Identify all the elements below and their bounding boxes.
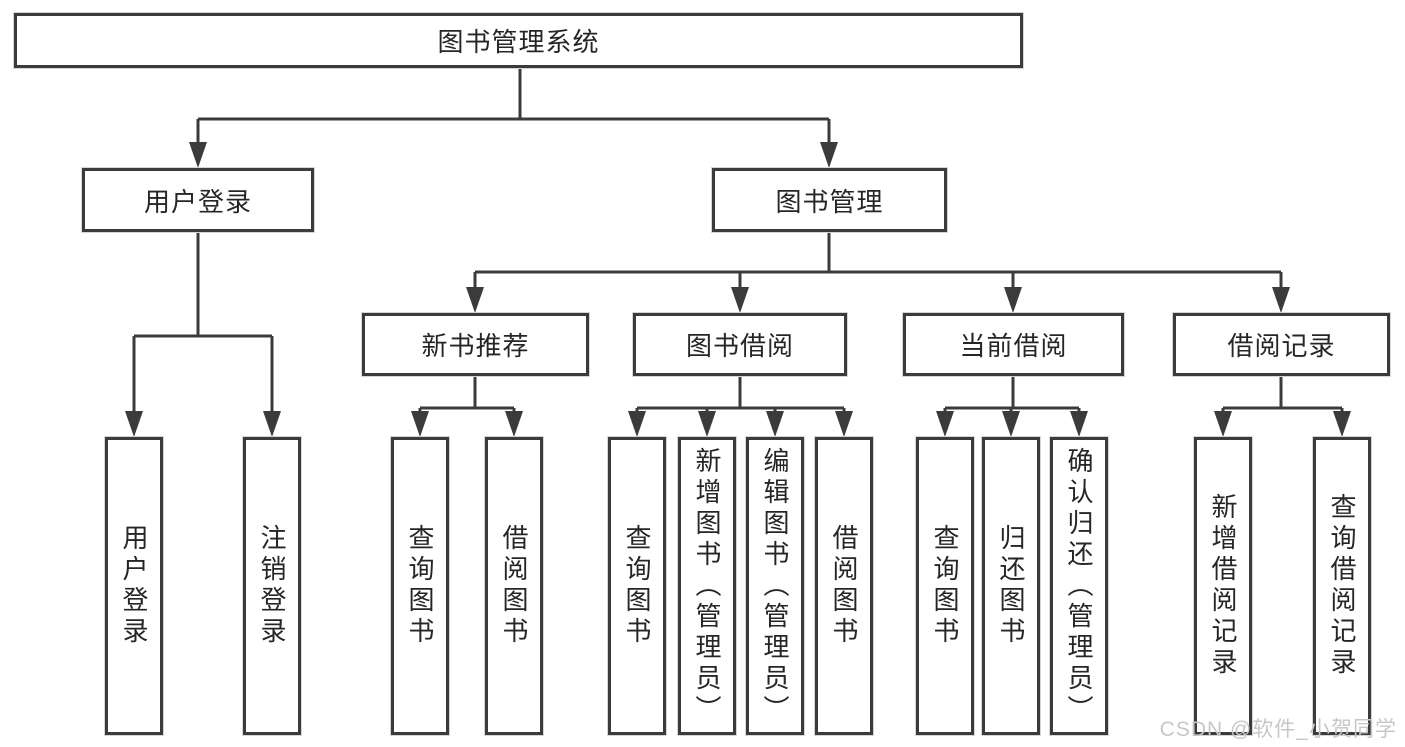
node-library-management-system: 图书管理系统 bbox=[14, 13, 1023, 68]
arrowhead-icon bbox=[1214, 411, 1232, 437]
arrowhead-icon bbox=[628, 411, 646, 437]
leaf-query-borrow-record: 查询借阅记录 bbox=[1313, 437, 1371, 735]
leaf-borrow-books: 借阅图书 bbox=[485, 437, 543, 735]
connector-newbook-to-leaves bbox=[418, 376, 516, 417]
leaf-user-logout: 注销登录 bbox=[243, 437, 301, 735]
arrowhead-icon bbox=[766, 411, 784, 437]
leaf-borrow-books: 借阅图书 bbox=[815, 437, 873, 735]
connector-userlogin-to-leaves bbox=[132, 232, 274, 417]
connector-root-to-level2 bbox=[196, 68, 831, 148]
leaf-user-login: 用户登录 bbox=[105, 437, 163, 735]
connector-bookmgmt-to-level3 bbox=[473, 232, 1283, 295]
node-book-management: 图书管理 bbox=[712, 168, 947, 232]
leaf-query-books: 查询图书 bbox=[608, 437, 666, 735]
csdn-watermark: CSDN @软件_小贺同学 bbox=[1159, 718, 1397, 741]
arrowhead-icon bbox=[125, 411, 143, 437]
node-current-borrowing: 当前借阅 bbox=[903, 313, 1124, 376]
arrowhead-icon bbox=[731, 287, 749, 313]
leaf-edit-books-admin: 编辑图书（管理员） bbox=[746, 437, 804, 735]
node-user-login: 用户登录 bbox=[82, 168, 314, 232]
arrowheads bbox=[125, 142, 1351, 437]
arrowhead-icon bbox=[1333, 411, 1351, 437]
arrowhead-icon bbox=[466, 287, 484, 313]
arrowhead-icon bbox=[1004, 287, 1022, 313]
arrowhead-icon bbox=[263, 411, 281, 437]
leaf-add-books-admin: 新增图书（管理员） bbox=[678, 437, 736, 735]
arrowhead-icon bbox=[505, 411, 523, 437]
connector-currentborrow-to-leaves bbox=[943, 376, 1081, 417]
arrowhead-icon bbox=[936, 411, 954, 437]
arrowhead-icon bbox=[411, 411, 429, 437]
arrowhead-icon bbox=[1002, 411, 1020, 437]
arrowhead-icon bbox=[698, 411, 716, 437]
arrowhead-icon bbox=[189, 142, 207, 168]
node-book-borrowing: 图书借阅 bbox=[633, 313, 847, 376]
arrowhead-icon bbox=[1070, 411, 1088, 437]
node-new-book-recommendation: 新书推荐 bbox=[362, 313, 589, 376]
leaf-return-books: 归还图书 bbox=[982, 437, 1040, 735]
connector-borrowrecord-to-leaves bbox=[1221, 376, 1344, 417]
leaf-query-books: 查询图书 bbox=[391, 437, 449, 735]
connector-bookborrow-to-leaves bbox=[635, 376, 846, 417]
leaf-confirm-return-admin: 确认归还（管理员） bbox=[1050, 437, 1108, 735]
node-borrowing-records: 借阅记录 bbox=[1173, 313, 1390, 376]
arrowhead-icon bbox=[820, 142, 838, 168]
arrowhead-icon bbox=[1272, 287, 1290, 313]
arrowhead-icon bbox=[835, 411, 853, 437]
leaf-add-borrow-record: 新增借阅记录 bbox=[1194, 437, 1252, 735]
leaf-query-books: 查询图书 bbox=[916, 437, 974, 735]
